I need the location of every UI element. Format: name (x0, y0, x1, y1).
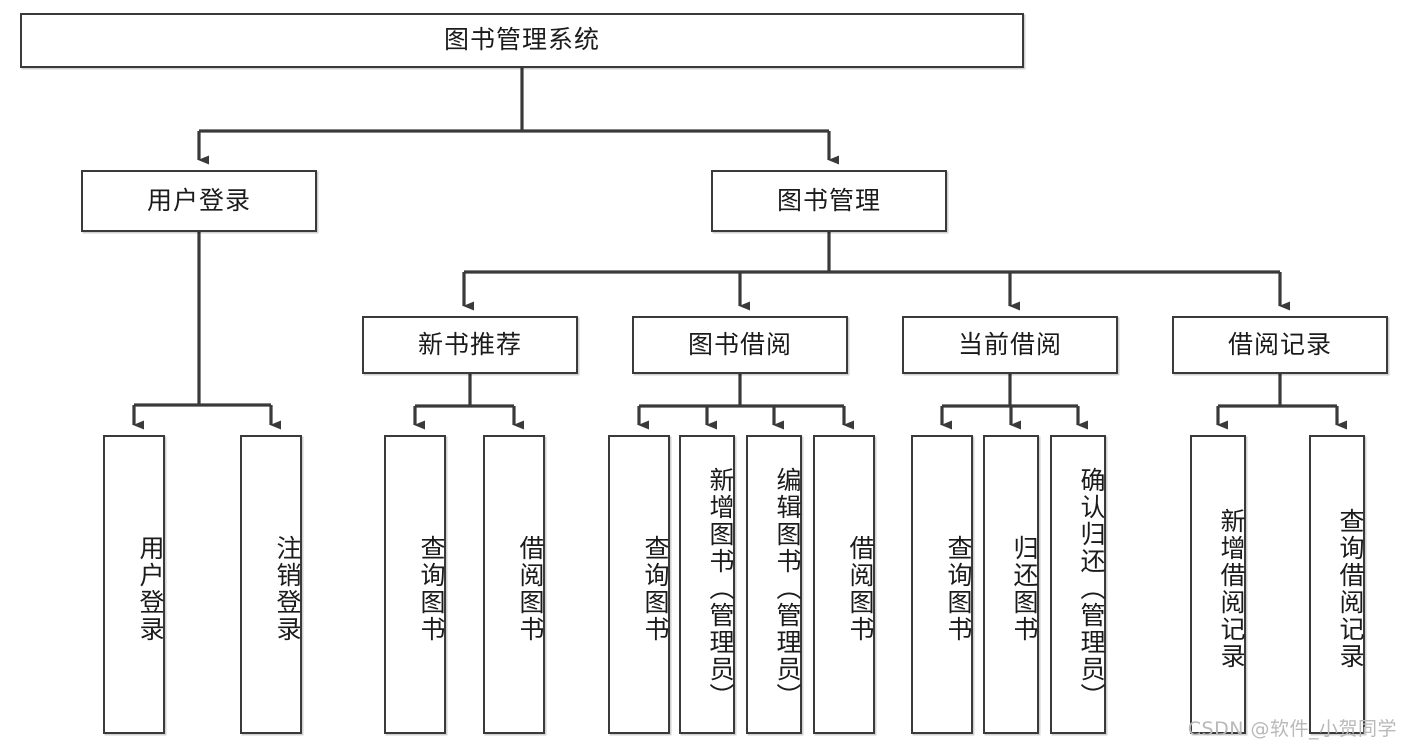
node-level1-book-management[interactable]: 图书管理 (711, 170, 947, 232)
node-leaf-label: 注销登录 (273, 534, 302, 643)
watermark-text: CSDN @软件_小贺同学 (1187, 718, 1397, 740)
node-leaf-label: 确认归还（管理员） (1077, 467, 1106, 710)
node-leaf-label: 归还图书 (1010, 534, 1039, 643)
node-leaf-label: 查询图书 (944, 534, 973, 643)
node-level2-new-book-recommend[interactable]: 新书推荐 (362, 316, 578, 374)
node-level2-current-borrow[interactable]: 当前借阅 (902, 316, 1118, 374)
node-leaf-label: 查询借阅记录 (1336, 507, 1365, 670)
node-leaf-borrow-book[interactable]: 借阅图书 (813, 435, 875, 734)
node-leaf-label: 新增借阅记录 (1217, 507, 1246, 670)
node-leaf-label: 借阅图书 (516, 534, 545, 643)
node-leaf-label: 用户登录 (136, 534, 165, 643)
node-leaf-label: 查询图书 (641, 534, 670, 643)
node-leaf-query-borrow-record[interactable]: 查询借阅记录 (1309, 435, 1365, 734)
node-leaf-label: 新增图书（管理员） (706, 467, 735, 710)
node-leaf-user-login[interactable]: 用户登录 (103, 435, 165, 734)
node-leaf-logout[interactable]: 注销登录 (240, 435, 302, 734)
node-level1-user-login[interactable]: 用户登录 (81, 170, 317, 232)
node-leaf-label: 查询图书 (417, 534, 446, 643)
node-root[interactable]: 图书管理系统 (20, 13, 1024, 68)
node-level2-borrow-record[interactable]: 借阅记录 (1172, 316, 1388, 374)
node-leaf-add-book-admin[interactable]: 新增图书（管理员） (679, 435, 735, 734)
node-leaf-return-book[interactable]: 归还图书 (983, 435, 1039, 734)
node-leaf-label: 编辑图书（管理员） (773, 467, 802, 710)
node-leaf-label: 借阅图书 (846, 534, 875, 643)
node-leaf-add-borrow-record[interactable]: 新增借阅记录 (1190, 435, 1246, 734)
node-leaf-query-book-current[interactable]: 查询图书 (911, 435, 973, 734)
node-leaf-borrow-book-recommend[interactable]: 借阅图书 (483, 435, 545, 734)
node-leaf-query-book-borrow[interactable]: 查询图书 (608, 435, 670, 734)
node-leaf-query-book-recommend[interactable]: 查询图书 (384, 435, 446, 734)
node-leaf-edit-book-admin[interactable]: 编辑图书（管理员） (746, 435, 802, 734)
node-leaf-confirm-return-admin[interactable]: 确认归还（管理员） (1050, 435, 1106, 734)
node-level2-book-borrow[interactable]: 图书借阅 (632, 316, 848, 374)
